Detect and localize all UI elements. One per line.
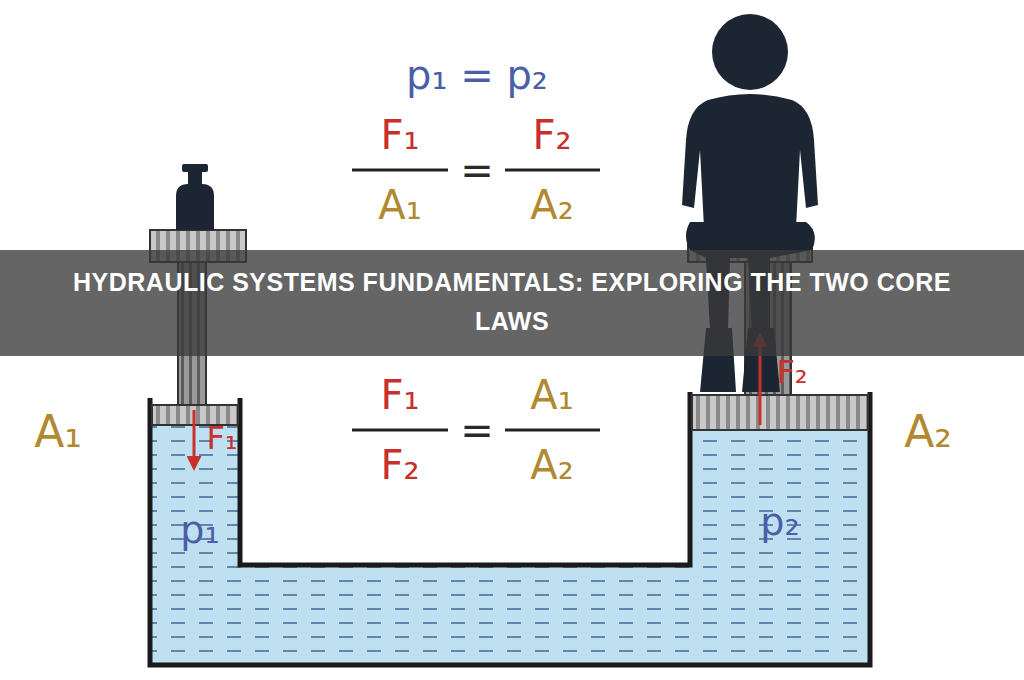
area-symbol: A₁ — [530, 375, 573, 415]
equals-sign: = — [460, 410, 494, 450]
fraction-bar — [352, 429, 448, 432]
weight — [176, 184, 214, 230]
vessel-inner-wall — [240, 392, 690, 565]
weight-knob — [188, 170, 202, 186]
force-label: F₂ — [776, 356, 807, 388]
area-symbol: A₂ — [530, 185, 573, 225]
piston-plate — [692, 395, 868, 430]
equals-sign: = — [460, 150, 494, 190]
fraction-bar — [352, 169, 448, 172]
force-arrow — [193, 410, 196, 468]
area-symbol: A₂ — [530, 445, 573, 485]
area-label: A₁ — [34, 410, 82, 454]
page-title: HYDRAULIC SYSTEMS FUNDAMENTALS: EXPLORIN… — [72, 263, 952, 341]
vessel-outer-wall — [150, 392, 870, 665]
force-label: F₁ — [206, 422, 237, 454]
force-symbol: F₂ — [532, 115, 571, 155]
force-symbol: F₁ — [380, 115, 419, 155]
pressure-equation: p₁ = p₂ — [406, 55, 548, 95]
area-label: A₂ — [904, 410, 952, 454]
fraction-bar — [505, 169, 600, 172]
pressure-label: p₁ — [180, 511, 219, 549]
force-symbol: F₁ — [380, 375, 419, 415]
liquid-texture — [150, 425, 870, 665]
force-symbol: F₂ — [380, 445, 419, 485]
fraction-bar — [505, 429, 600, 432]
liquid — [150, 425, 870, 665]
title-banner — [0, 250, 1024, 356]
area-symbol: A₁ — [378, 185, 421, 225]
weight-knob — [182, 164, 208, 172]
pressure-label: p₂ — [760, 503, 799, 541]
